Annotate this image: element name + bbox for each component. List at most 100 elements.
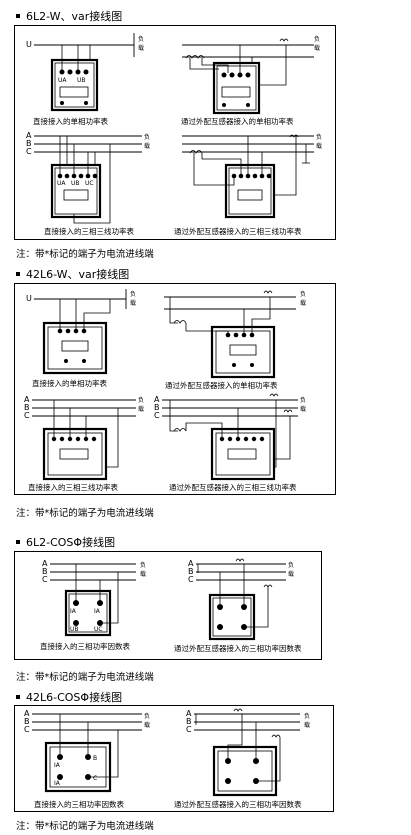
diagram-single-phase-ct: 负 载 通过外配互感器接入的单相功率表	[181, 35, 320, 126]
wiring-panel-6l2-cos: A B C 负 载 IA IA UB UC 直接接入的三相功率因数表 A B C…	[14, 551, 322, 660]
section-title: 6L2-W、var接线图	[26, 10, 123, 23]
meter-box	[42, 427, 108, 481]
ct-coil-icon	[271, 734, 281, 738]
load-label: 载	[144, 721, 150, 729]
bullet-square-icon	[16, 14, 20, 18]
line-label-b: B	[24, 403, 30, 412]
diagram-caption: 通过外配互感器接入的三相功率因数表	[174, 799, 302, 809]
load-label: 负	[144, 712, 150, 720]
load-label: 载	[130, 299, 136, 307]
meter-box	[210, 427, 276, 481]
terminal-label: UB	[77, 77, 86, 84]
line-label-c: C	[24, 411, 30, 420]
line-label-c: C	[154, 411, 160, 420]
diagram-caption: 直接接入的单相功率表	[33, 116, 108, 126]
diagram-caption: 通过外配互感器接入的三相功率因数表	[174, 643, 302, 653]
section-note: 注：带*标记的端子为电流进线端	[16, 821, 154, 832]
load-label: 载	[144, 142, 150, 150]
ct-coil-icon	[283, 409, 293, 413]
terminal-label: UC	[94, 626, 103, 633]
section-note: 注：带*标记的端子为电流进线端	[16, 249, 154, 260]
line-label-a: A	[24, 395, 30, 404]
section-title: 6L2-COSΦ接线图	[26, 536, 116, 549]
diagram-three-phase-direct: A B C 负 载 直接接入的三相三线功率表	[24, 395, 144, 492]
section-heading-6l2-cos: 6L2-COSΦ接线图	[16, 534, 115, 550]
load-label: 负	[304, 712, 310, 720]
ct-coil-icon	[279, 38, 289, 42]
diagram-caption: 通过外配互感器接入的三相三线功率表	[169, 482, 297, 492]
ct-coil-icon	[289, 134, 299, 138]
ct-coil-icon	[173, 320, 187, 324]
terminal-label: UC	[85, 180, 94, 187]
line-label-a: A	[42, 559, 48, 568]
terminal-label: IA	[94, 608, 101, 615]
diagram-three-phase-pf-ct: A B C 负 载 通过外配互感器接入的三相功率因数表	[174, 558, 302, 653]
meter-box	[208, 593, 256, 641]
section-heading-6l2-w-var: 6L2-W、var接线图	[16, 8, 122, 24]
meter-box	[50, 163, 102, 219]
wiring-panel-6l2-w-var: U 负 载 UA UB 直接接入的单相功率表 负 载 通过外配互感器接入的单相	[14, 25, 336, 240]
load-label: 负	[288, 561, 294, 569]
ct-coil-icon	[233, 708, 243, 712]
load-label: 载	[288, 570, 294, 578]
wiring-panel-42l6-cos: A B C 负 载 IA IA B C 直接接入的三相功率因数表 A B C 负…	[14, 705, 334, 812]
load-label: 负	[316, 133, 322, 141]
meter-box	[64, 589, 112, 637]
line-label-c: C	[26, 147, 32, 156]
meter-box	[212, 745, 278, 797]
ct-coil-icon	[173, 428, 187, 432]
diagram-single-phase-ct: 负 载 通过外配互感器接入的单相功率表	[164, 290, 306, 390]
terminal-label: UA	[58, 77, 67, 84]
line-label-a: A	[26, 131, 32, 140]
line-label-b: B	[24, 717, 30, 726]
diagram-caption: 通过外配互感器接入的三相三线功率表	[174, 226, 302, 236]
load-label: 负	[314, 35, 320, 43]
ct-coil-icon	[263, 290, 273, 294]
load-label: 载	[314, 44, 320, 52]
ct-coil-icon	[269, 393, 279, 397]
section-note: 注：带*标记的端子为电流进线端	[16, 672, 154, 683]
diagram-three-phase-pf-direct: A B C 负 载 IA IA UB UC 直接接入的三相功率因数表	[40, 559, 146, 651]
section-heading-42l6-cos: 42L6-COSΦ接线图	[16, 689, 122, 705]
terminal-label: UB	[70, 626, 79, 633]
terminal-label: IA	[70, 608, 77, 615]
diagram-single-phase-direct: U 负 载 UA UB 直接接入的单相功率表	[26, 33, 144, 126]
bullet-square-icon	[16, 272, 20, 276]
terminal-label: IA	[54, 780, 61, 787]
diagram-caption: 直接接入的单相功率表	[32, 378, 107, 388]
line-label-b: B	[154, 403, 160, 412]
meter-box	[50, 58, 99, 112]
line-label-b: B	[186, 717, 192, 726]
line-label-b: B	[42, 567, 48, 576]
line-label-c: C	[24, 725, 30, 734]
line-label-a: A	[24, 709, 30, 718]
load-label: 负	[140, 561, 146, 569]
diagram-caption: 直接接入的三相功率因数表	[34, 799, 124, 809]
ct-coil-icon	[263, 584, 273, 588]
line-label-c: C	[42, 575, 48, 584]
meter-box	[44, 741, 112, 793]
line-label-a: A	[186, 709, 192, 718]
meter-box	[42, 321, 108, 375]
load-label: 载	[300, 299, 306, 307]
line-label-u: U	[26, 40, 32, 49]
line-label-c: C	[188, 575, 194, 584]
ct-coil-icon	[235, 558, 245, 562]
line-label-b: B	[188, 567, 194, 576]
load-label: 负	[144, 133, 150, 141]
section-title: 42L6-COSΦ接线图	[26, 691, 123, 704]
diagram-caption: 直接接入的三相功率因数表	[40, 641, 130, 651]
line-label-c: C	[186, 725, 192, 734]
bullet-square-icon	[16, 540, 20, 544]
terminal-label: UB	[71, 180, 80, 187]
section-heading-42l6-w-var: 42L6-W、var接线图	[16, 266, 129, 282]
diagram-caption: 通过外配互感器接入的单相功率表	[165, 380, 278, 390]
diagram-caption: 直接接入的三相三线功率表	[44, 226, 134, 236]
load-label: 载	[138, 405, 144, 413]
wiring-panel-42l6-w-var: U 负 载 直接接入的单相功率表 负 载 通过外配互感器接入的单相功率表 A	[14, 283, 336, 495]
diagram-three-phase-pf-direct: A B C 负 载 IA IA B C 直接接入的三相功率因数表	[24, 709, 150, 809]
diagram-caption: 直接接入的三相三线功率表	[28, 482, 118, 492]
bullet-square-icon	[16, 695, 20, 699]
load-label: 载	[304, 721, 310, 729]
load-label: 负	[130, 290, 136, 298]
